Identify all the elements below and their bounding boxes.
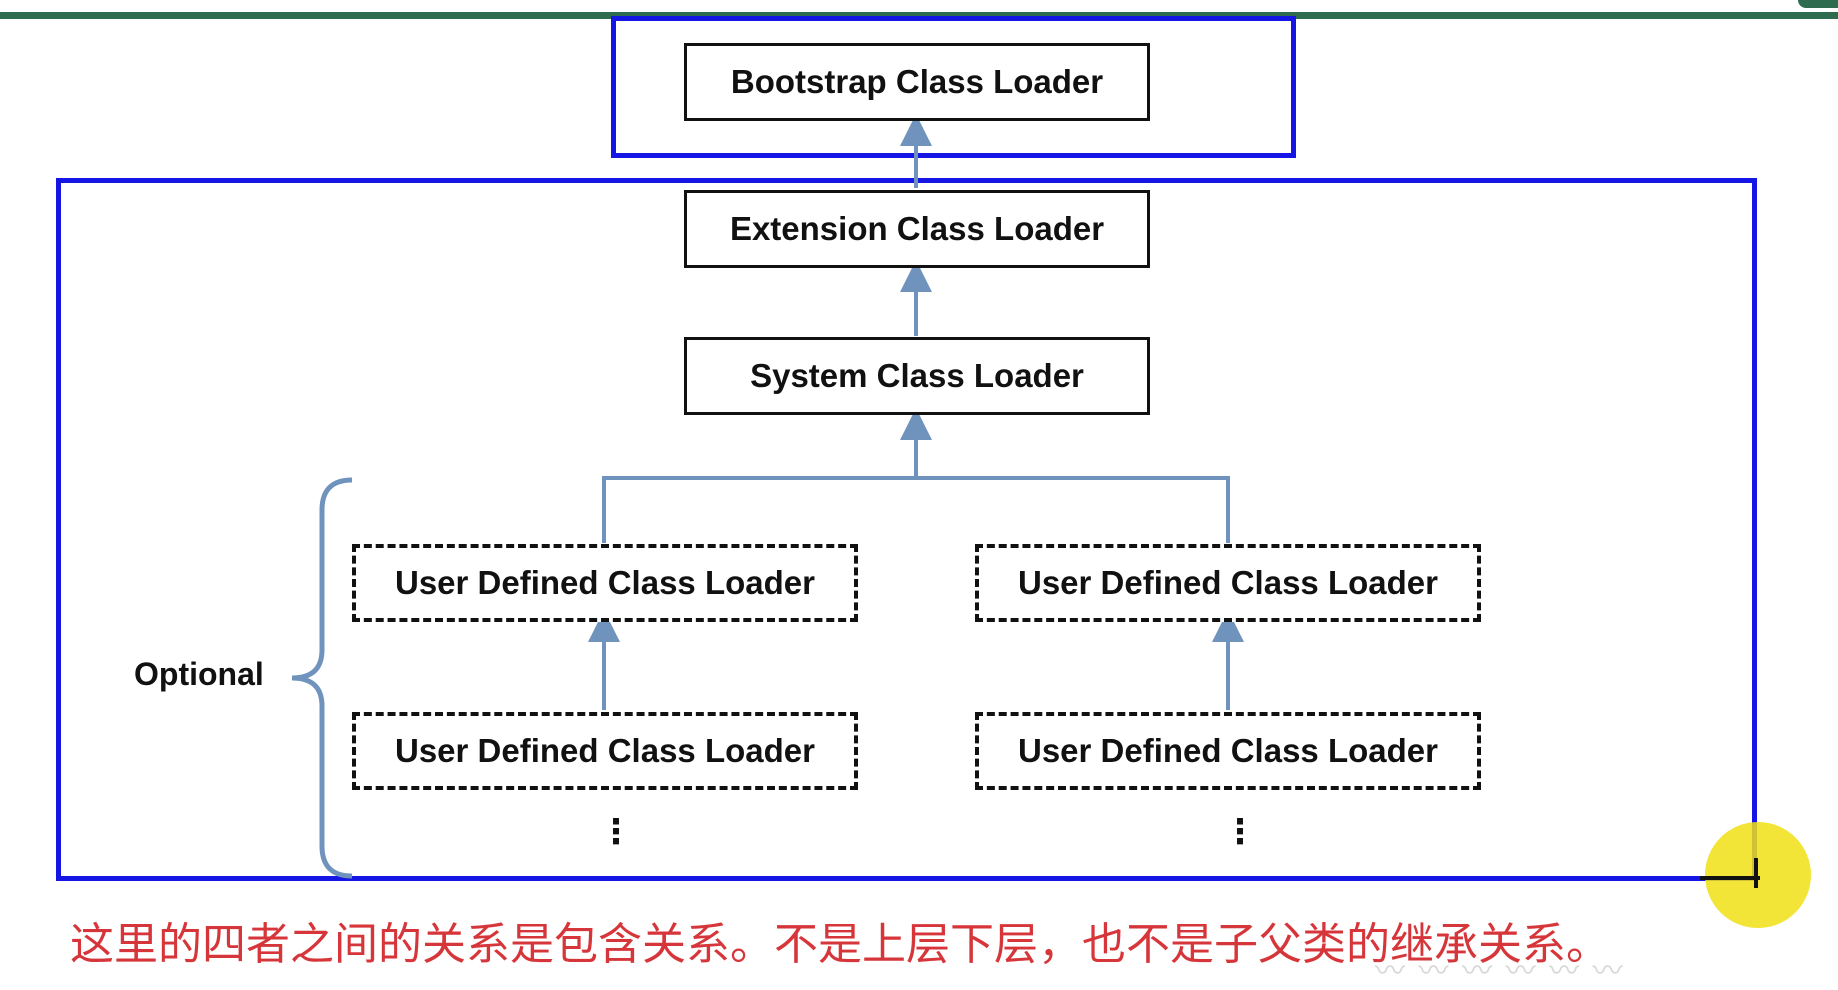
faint-watermark: 〰 〰 〰 〰 〰 〰 — [1375, 954, 1625, 989]
user-defined-class-loader: User Defined Class Loader — [975, 712, 1481, 790]
bootstrap-group-box — [611, 16, 1296, 158]
ellipsis-right: ⋮ — [1223, 813, 1257, 851]
optional-label: Optional — [134, 656, 264, 692]
crosshair-cursor-icon — [1700, 858, 1760, 888]
user-defined-class-loader: User Defined Class Loader — [352, 544, 858, 622]
system-class-loader: System Class Loader — [684, 337, 1150, 415]
bootstrap-class-loader: Bootstrap Class Loader — [684, 43, 1150, 121]
user-defined-class-loader: User Defined Class Loader — [352, 712, 858, 790]
caption-text: 这里的四者之间的关系是包含关系。不是上层下层，也不是子父类的继承关系。 — [70, 919, 1610, 970]
top-right-accent — [1798, 0, 1838, 8]
user-branch-connector — [602, 476, 1230, 543]
top-green-bar — [0, 12, 1838, 19]
other-loaders-group-box — [56, 178, 1757, 881]
user-defined-class-loader: User Defined Class Loader — [975, 544, 1481, 622]
optional-brace — [291, 477, 353, 879]
extension-class-loader: Extension Class Loader — [684, 190, 1150, 268]
ellipsis-left: ⋮ — [599, 813, 633, 851]
